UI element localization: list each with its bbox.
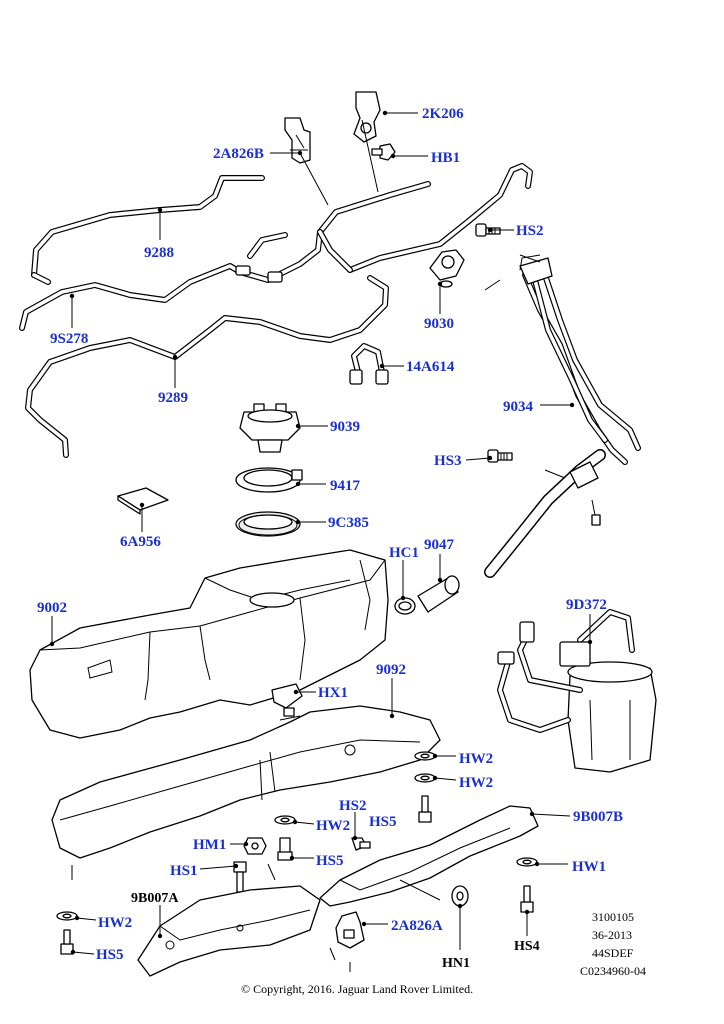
locking-ring-9417 (235, 467, 303, 493)
label-9047: 9047 (424, 537, 455, 553)
seal-9c385 (235, 511, 301, 537)
label-9b007a: 9B007A (131, 891, 179, 906)
washer-hw2-b (414, 773, 436, 783)
heat-shield-9b007a (137, 885, 321, 977)
nut-hn1 (451, 885, 469, 907)
label-9417: 9417 (330, 478, 361, 494)
bracket-2a826a (335, 911, 365, 949)
label-9c385: 9C385 (328, 515, 369, 531)
label-9288: 9288 (144, 245, 174, 261)
label-hs3: HS3 (434, 453, 462, 469)
callout-labels: 2K206 HB1 2A826B 9288 HS2 9030 9S278 14A… (37, 106, 623, 971)
label-hn1: HN1 (442, 956, 470, 971)
screw-hs4 (520, 885, 534, 913)
copyright-notice: © Copyright, 2016. Jaguar Land Rover Lim… (241, 982, 473, 996)
label-9s278: 9S278 (50, 331, 88, 347)
washer-hw2-c (274, 815, 296, 825)
screw-hs5-c (60, 929, 74, 955)
screw-hs2 (475, 223, 501, 237)
connector-14a614 (349, 343, 389, 385)
pad-6a956 (117, 487, 169, 515)
fuel-line-9289 (25, 275, 389, 458)
leader-lines (49, 110, 593, 955)
bracket-2a826b (284, 117, 311, 164)
fuel-line-upper (235, 163, 533, 283)
label-2a826a: 2A826A (391, 918, 443, 934)
label-9030: 9030 (424, 316, 454, 332)
label-hs2-top: HS2 (516, 223, 544, 239)
fuel-tank-9002 (29, 549, 389, 739)
label-9d372: 9D372 (566, 597, 607, 613)
ref-line-3: 44SDEF (592, 946, 634, 960)
label-hm1: HM1 (193, 837, 226, 853)
label-9002: 9002 (37, 600, 67, 616)
heat-shield-9b007b (319, 805, 539, 907)
ref-line-4: C0234960-04 (580, 964, 646, 978)
screw-hs5-a (418, 795, 432, 823)
screw-hs3 (487, 449, 513, 463)
bolt-hs2 (351, 837, 371, 851)
ref-line-2: 36-2013 (592, 928, 632, 942)
label-9092: 9092 (376, 662, 406, 678)
label-9039: 9039 (330, 419, 360, 435)
label-hw2-a: HW2 (459, 751, 493, 767)
label-2a826b: 2A826B (213, 146, 264, 162)
label-hw2-c: HW2 (316, 818, 350, 834)
label-hs2-center: HS2 (339, 798, 367, 814)
label-hw2-b: HW2 (459, 775, 493, 791)
label-hw2-d: HW2 (98, 915, 132, 931)
fuel-pump-assembly-9d372 (497, 609, 657, 773)
clamp-hc1 (394, 597, 416, 615)
assembly-hints (71, 254, 566, 972)
label-hs5-c: HS5 (96, 947, 124, 963)
washer-hw1 (516, 857, 538, 867)
valve-9030 (429, 249, 465, 288)
fuel-pump-module-9039 (239, 403, 301, 453)
label-9b007b: 9B007B (573, 809, 623, 825)
heat-shield-9092 (51, 705, 441, 859)
label-hb1: HB1 (431, 150, 460, 166)
label-14a614: 14A614 (406, 359, 455, 375)
label-hw1: HW1 (572, 859, 606, 875)
label-hs5-b: HS5 (316, 853, 344, 869)
nut-hm1 (243, 837, 267, 855)
screw-hs5-b (277, 837, 293, 861)
label-9289: 9289 (158, 390, 188, 406)
hose-9047 (417, 575, 460, 613)
filler-neck-9034 (484, 254, 641, 578)
clip-hx1 (271, 683, 303, 717)
washer-hw2-d (56, 911, 78, 921)
label-hs5-a: HS5 (369, 814, 397, 830)
label-2k206: 2K206 (422, 106, 464, 122)
label-hs4: HS4 (514, 939, 540, 954)
fuel-line-9s278 (19, 263, 243, 331)
washer-hw2-a (414, 751, 436, 761)
label-hx1: HX1 (318, 685, 348, 701)
label-hs1: HS1 (170, 863, 198, 879)
label-6a956: 6A956 (120, 534, 161, 550)
label-9034: 9034 (503, 399, 534, 415)
ref-line-1: 3100105 (592, 910, 634, 924)
label-hc1: HC1 (389, 545, 419, 561)
clip-2k206 (353, 91, 381, 143)
reference-block: 3100105 36-2013 44SDEF C0234960-04 (580, 910, 646, 978)
